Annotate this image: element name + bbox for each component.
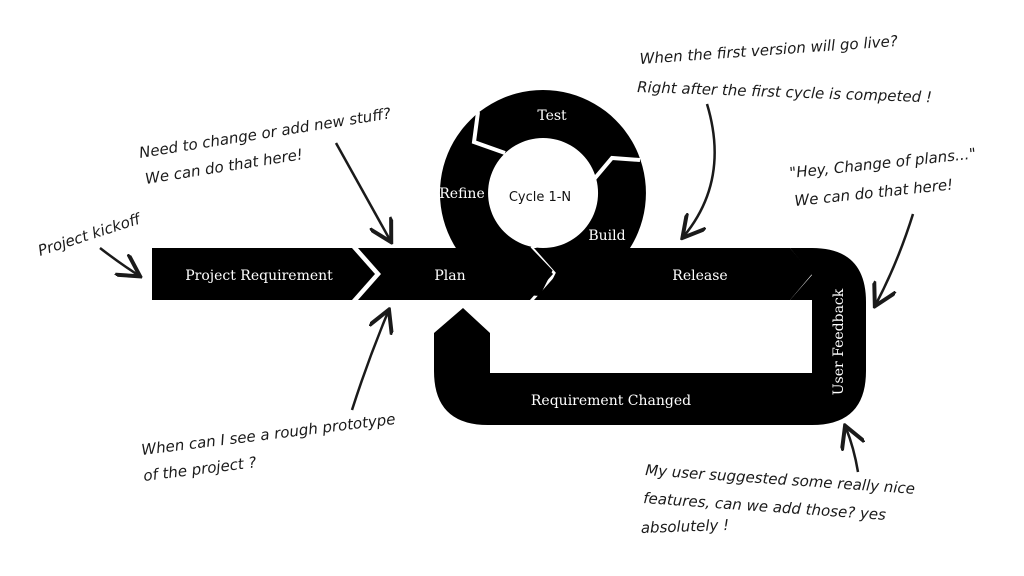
- label-project-requirement: Project Requirement: [185, 268, 333, 284]
- note-kickoff: Project kickoff: [36, 209, 145, 260]
- return-loop-band: [434, 308, 810, 425]
- note-prototype-line1: When can I see a rough prototype: [140, 410, 396, 459]
- arrow-prototype: [350, 312, 388, 411]
- label-user-feedback: User Feedback: [831, 288, 847, 395]
- stage-release: [534, 248, 812, 300]
- note-golive-line1: When the first version will go live?: [639, 32, 898, 68]
- label-plan: Plan: [434, 268, 465, 284]
- note-golive-line2: Right after the first cycle is competed …: [637, 78, 932, 106]
- cycle-separator: [471, 111, 506, 155]
- label-cycle-test: Test: [537, 108, 567, 124]
- cycle-ring: [439, 90, 646, 296]
- arrow-plans: [876, 213, 915, 304]
- label-requirement-changed: Requirement Changed: [531, 393, 691, 409]
- note-suggest-line3: absolutely !: [641, 516, 730, 537]
- arrow-suggest: [846, 428, 858, 473]
- stage-plan: [358, 248, 553, 300]
- arrow-kickoff: [99, 247, 138, 275]
- label-cycle-center: Cycle 1-N: [509, 190, 571, 205]
- note-plans-line2: We can do that here!: [794, 175, 954, 210]
- label-cycle-refine: Refine: [439, 186, 484, 202]
- label-release: Release: [672, 268, 727, 284]
- arrow-change: [334, 142, 390, 240]
- arrow-golive: [684, 103, 716, 236]
- user-feedback-band: [755, 248, 866, 425]
- stage-project-requirement: [152, 248, 375, 300]
- cycle-separator: [588, 155, 641, 186]
- note-prototype-line2: of the project ?: [142, 453, 257, 485]
- label-cycle-build: Build: [588, 228, 625, 244]
